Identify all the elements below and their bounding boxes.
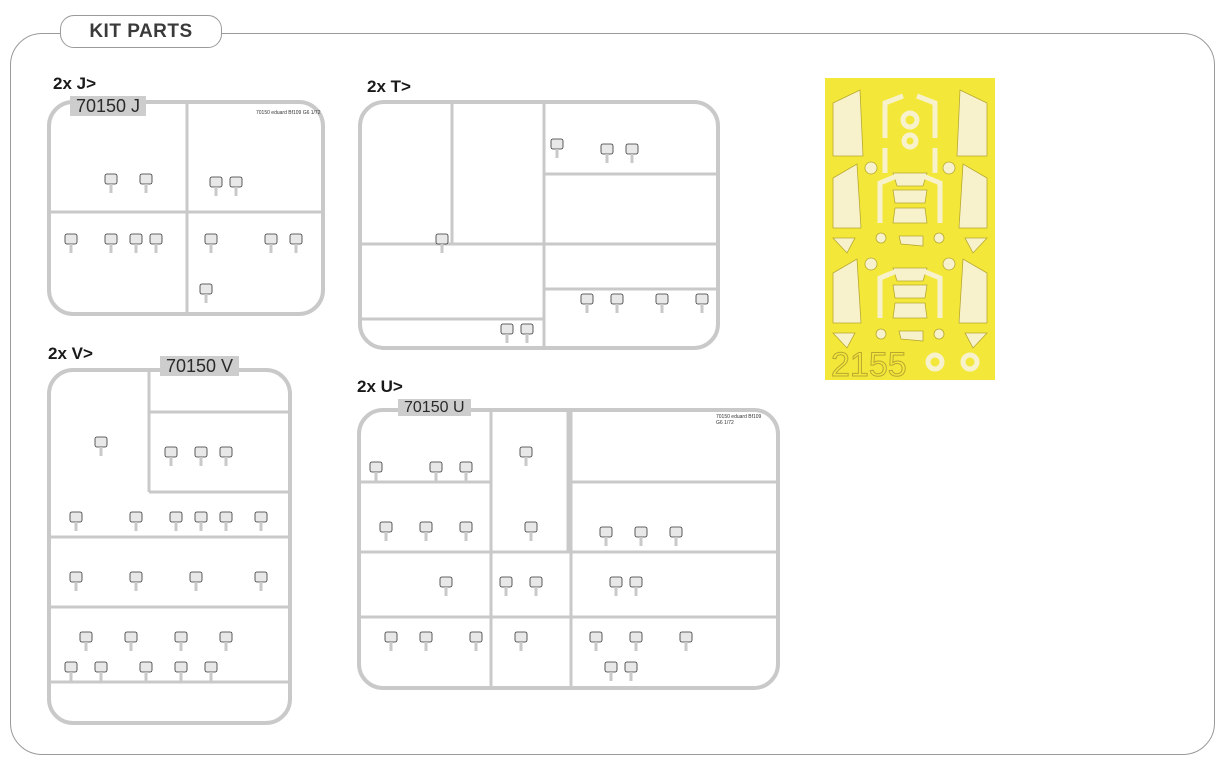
kit-part: [469, 631, 483, 643]
kit-part: [429, 461, 443, 473]
sprue-u: 70150 eduard Bf109 G6 1/72: [357, 408, 780, 690]
kit-part: [129, 571, 143, 583]
kit-part: [199, 283, 213, 295]
kit-part: [610, 293, 624, 305]
kit-part: [64, 661, 78, 673]
kit-part: [204, 233, 218, 245]
kit-part: [435, 233, 449, 245]
kit-part: [204, 661, 218, 673]
sprue-t: [358, 100, 720, 350]
kit-part: [520, 323, 534, 335]
kit-part: [500, 323, 514, 335]
sprue-j-quantity: 2x J>: [53, 74, 97, 93]
sprue-v: [47, 368, 292, 725]
kit-part: [124, 631, 138, 643]
sprue-t-drawing: [362, 104, 716, 346]
kit-part: [625, 143, 639, 155]
kit-part: [524, 521, 538, 533]
kit-part: [695, 293, 709, 305]
sprue-v-quantity: 2x V>: [48, 344, 93, 363]
sprue-u-quantity: 2x U>: [357, 377, 403, 396]
kit-part: [219, 446, 233, 458]
kit-part: [194, 446, 208, 458]
kit-part: [209, 176, 223, 188]
sprue-t-quantity: 2x T>: [367, 77, 411, 96]
kit-part: [194, 511, 208, 523]
kit-part: [529, 576, 543, 588]
kit-part: [629, 576, 643, 588]
kit-part: [599, 526, 613, 538]
sprue-j-code: 70150 J: [70, 96, 147, 116]
mask-number: 2155: [831, 346, 907, 380]
section-title: KIT PARTS: [60, 15, 222, 48]
kit-part: [219, 511, 233, 523]
kit-part: [169, 511, 183, 523]
kit-part: [264, 233, 278, 245]
kit-part: [189, 571, 203, 583]
kit-part: [634, 526, 648, 538]
kit-part: [514, 631, 528, 643]
kit-part: [655, 293, 669, 305]
kit-part: [600, 143, 614, 155]
kit-part: [499, 576, 513, 588]
kit-part: [174, 661, 188, 673]
kit-part: [459, 521, 473, 533]
kit-part: [519, 446, 533, 458]
kit-part: [254, 511, 268, 523]
mask-shapes: 2155: [831, 89, 988, 385]
sprue-v-code: 70150 V: [160, 356, 240, 376]
kit-part: [129, 233, 143, 245]
kit-part: [139, 661, 153, 673]
sprue-u-code: 70150 U: [398, 399, 471, 416]
kit-part: [254, 571, 268, 583]
kit-part: [104, 233, 118, 245]
canopy-mask-sheet: 2155: [825, 78, 995, 385]
kit-part: [94, 661, 108, 673]
kit-part: [149, 233, 163, 245]
kit-part: [94, 436, 108, 448]
kit-part: [550, 138, 564, 150]
kit-part: [64, 233, 78, 245]
kit-part: [629, 631, 643, 643]
kit-part: [580, 293, 594, 305]
kit-part: [174, 631, 188, 643]
kit-part: [419, 631, 433, 643]
kit-part: [289, 233, 303, 245]
kit-part: [79, 631, 93, 643]
kit-part: [679, 631, 693, 643]
kit-part: [669, 526, 683, 538]
sprue-j: 70150 eduard Bf109 G6 1/72: [47, 100, 325, 316]
sprue-u-drawing: [361, 412, 776, 686]
kit-part: [369, 461, 383, 473]
kit-part: [104, 173, 118, 185]
kit-part: [219, 631, 233, 643]
sprue-v-drawing: [51, 372, 288, 684]
kit-part: [419, 521, 433, 533]
kit-part: [589, 631, 603, 643]
kit-part: [164, 446, 178, 458]
kit-part: [604, 661, 618, 673]
kit-part: [129, 511, 143, 523]
sprue-j-drawing: [51, 104, 321, 312]
kit-part: [384, 631, 398, 643]
kit-part: [379, 521, 393, 533]
kit-parts-frame: [10, 33, 1215, 755]
sprue-j-mold-text: 70150 eduard Bf109 G6 1/72: [256, 110, 321, 116]
kit-part: [229, 176, 243, 188]
kit-part: [69, 571, 83, 583]
kit-part: [69, 511, 83, 523]
kit-part: [609, 576, 623, 588]
sprue-u-mold-text: 70150 eduard Bf109 G6 1/72: [716, 414, 762, 426]
kit-part: [624, 661, 638, 673]
kit-part: [459, 461, 473, 473]
kit-part: [439, 576, 453, 588]
kit-part: [139, 173, 153, 185]
